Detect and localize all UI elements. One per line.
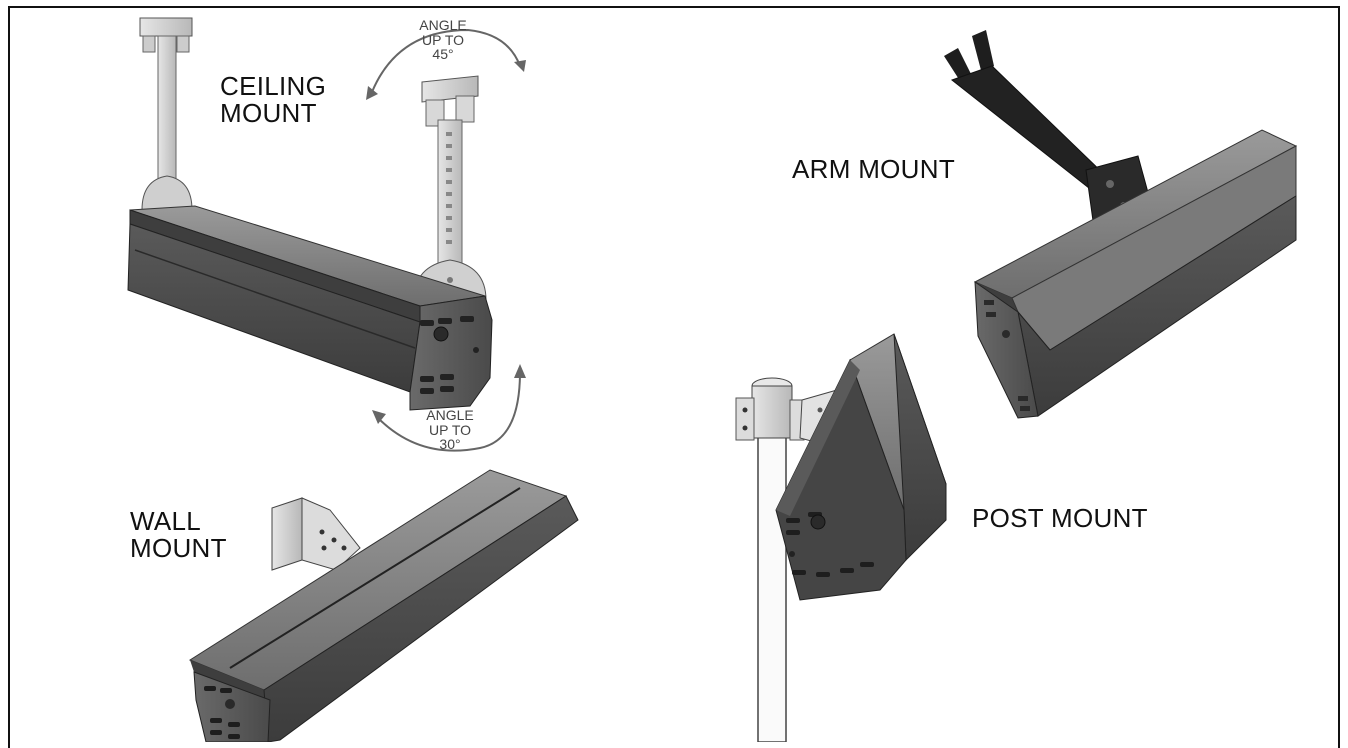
arm-mount-label: ARM MOUNT: [792, 154, 956, 184]
ceiling-mount-label: CEILING MOUNT: [220, 71, 327, 129]
wall-mount-label: WALL MOUNT: [130, 506, 227, 564]
bottom-angle-label: ANGLE UP TO 30°: [426, 407, 474, 453]
ceiling-mount-heater: [127, 17, 526, 452]
ceiling-right-bracket: [413, 75, 487, 301]
arm-mount-heater: [944, 30, 1298, 419]
post-mount-label: POST MOUNT: [972, 503, 1148, 533]
ceiling-left-bracket: [139, 17, 193, 211]
ceiling-angle-label: ANGLE UP TO 45°: [419, 17, 467, 63]
wall-mount-heater: [188, 469, 579, 742]
diagram-frame: [8, 6, 1340, 748]
post-mount-heater: [735, 333, 947, 742]
